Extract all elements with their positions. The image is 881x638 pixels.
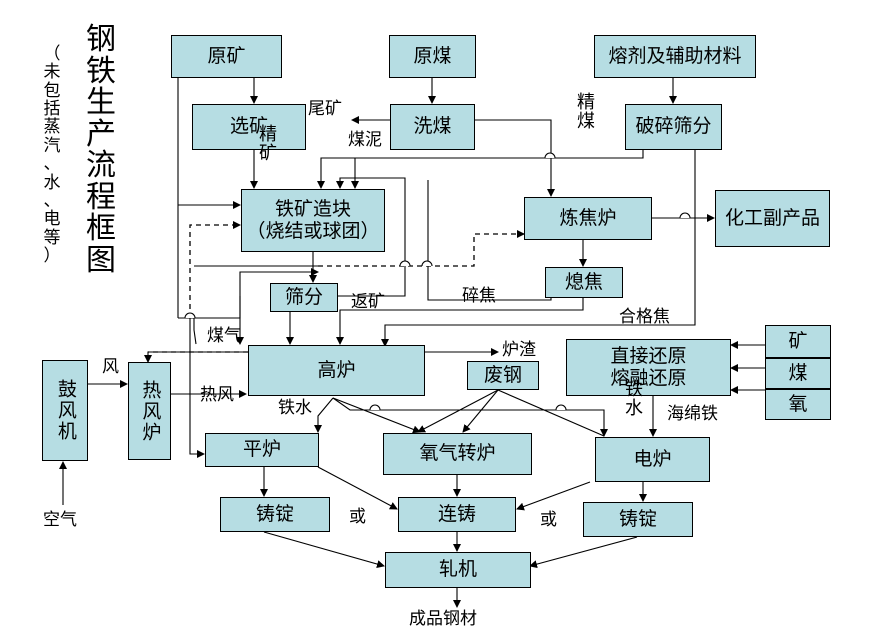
rolling-mill-box: 轧机	[385, 552, 531, 588]
ingot-left-box: 铸锭	[220, 497, 330, 532]
chem-byproducts-box: 化工副产品	[715, 190, 830, 247]
or-right-label: 或	[540, 510, 557, 530]
sintering-box: 铁矿造块 （烧结或球团）	[241, 189, 385, 252]
blower-box: 鼓风机	[42, 360, 88, 461]
coal-input-box: 煤	[765, 358, 831, 389]
wind-label: 风	[102, 357, 119, 377]
ore-input-box: 矿	[765, 325, 831, 358]
scrap-steel-box: 废钢	[467, 361, 539, 390]
raw-ore-box: 原矿	[171, 35, 282, 78]
direct-reduction-box: 直接还原 熔融还原	[566, 339, 731, 396]
crushing-screening-box: 破碎筛分	[625, 104, 722, 150]
molten-iron-label: 铁水	[278, 398, 312, 418]
air-label: 空气	[43, 510, 77, 530]
gas-label: 煤气	[207, 326, 241, 346]
coke-breeze-label: 碎焦	[462, 286, 496, 306]
iron-water-label: 铁水	[625, 379, 643, 419]
coal-washing-box: 洗煤	[390, 104, 475, 150]
ingot-right-box: 铸锭	[583, 502, 693, 537]
eaf-box: 电炉	[595, 437, 710, 482]
blast-furnace-box: 高炉	[248, 345, 425, 396]
slag-label: 炉渣	[502, 340, 536, 360]
page-subtitle: （未包括蒸汽、水、电等）	[43, 44, 61, 266]
tailings-label: 尾矿	[308, 99, 342, 119]
ore-dressing-box: 选矿	[192, 104, 306, 150]
clean-coal-label: 精煤	[577, 92, 595, 132]
screening-box: 筛分	[270, 283, 338, 312]
oxygen-input-box: 氧	[765, 389, 831, 420]
qualified-coke-label: 合格焦	[619, 307, 670, 327]
coal-slime-label: 煤泥	[348, 130, 382, 150]
finished-steel-label: 成品钢材	[409, 609, 477, 629]
coke-oven-box: 炼焦炉	[524, 197, 652, 240]
hot-blast-label: 热风	[200, 385, 234, 405]
raw-coal-box: 原煤	[389, 35, 476, 78]
bof-box: 氧气转炉	[383, 433, 532, 475]
flux-materials-box: 熔剂及辅助材料	[594, 35, 756, 78]
page-title: 钢铁生产流程框图	[86, 22, 116, 278]
open-hearth-box: 平炉	[205, 433, 319, 467]
or-left-label: 或	[349, 507, 366, 527]
continuous-casting-box: 连铸	[398, 497, 516, 532]
sponge-iron-label: 海绵铁	[667, 404, 718, 424]
quenching-box: 熄焦	[545, 267, 623, 298]
hot-stove-box: 热风炉	[128, 362, 171, 460]
return-ore-label: 返矿	[351, 292, 385, 312]
concentrate-ore-label: 精矿	[259, 124, 277, 164]
